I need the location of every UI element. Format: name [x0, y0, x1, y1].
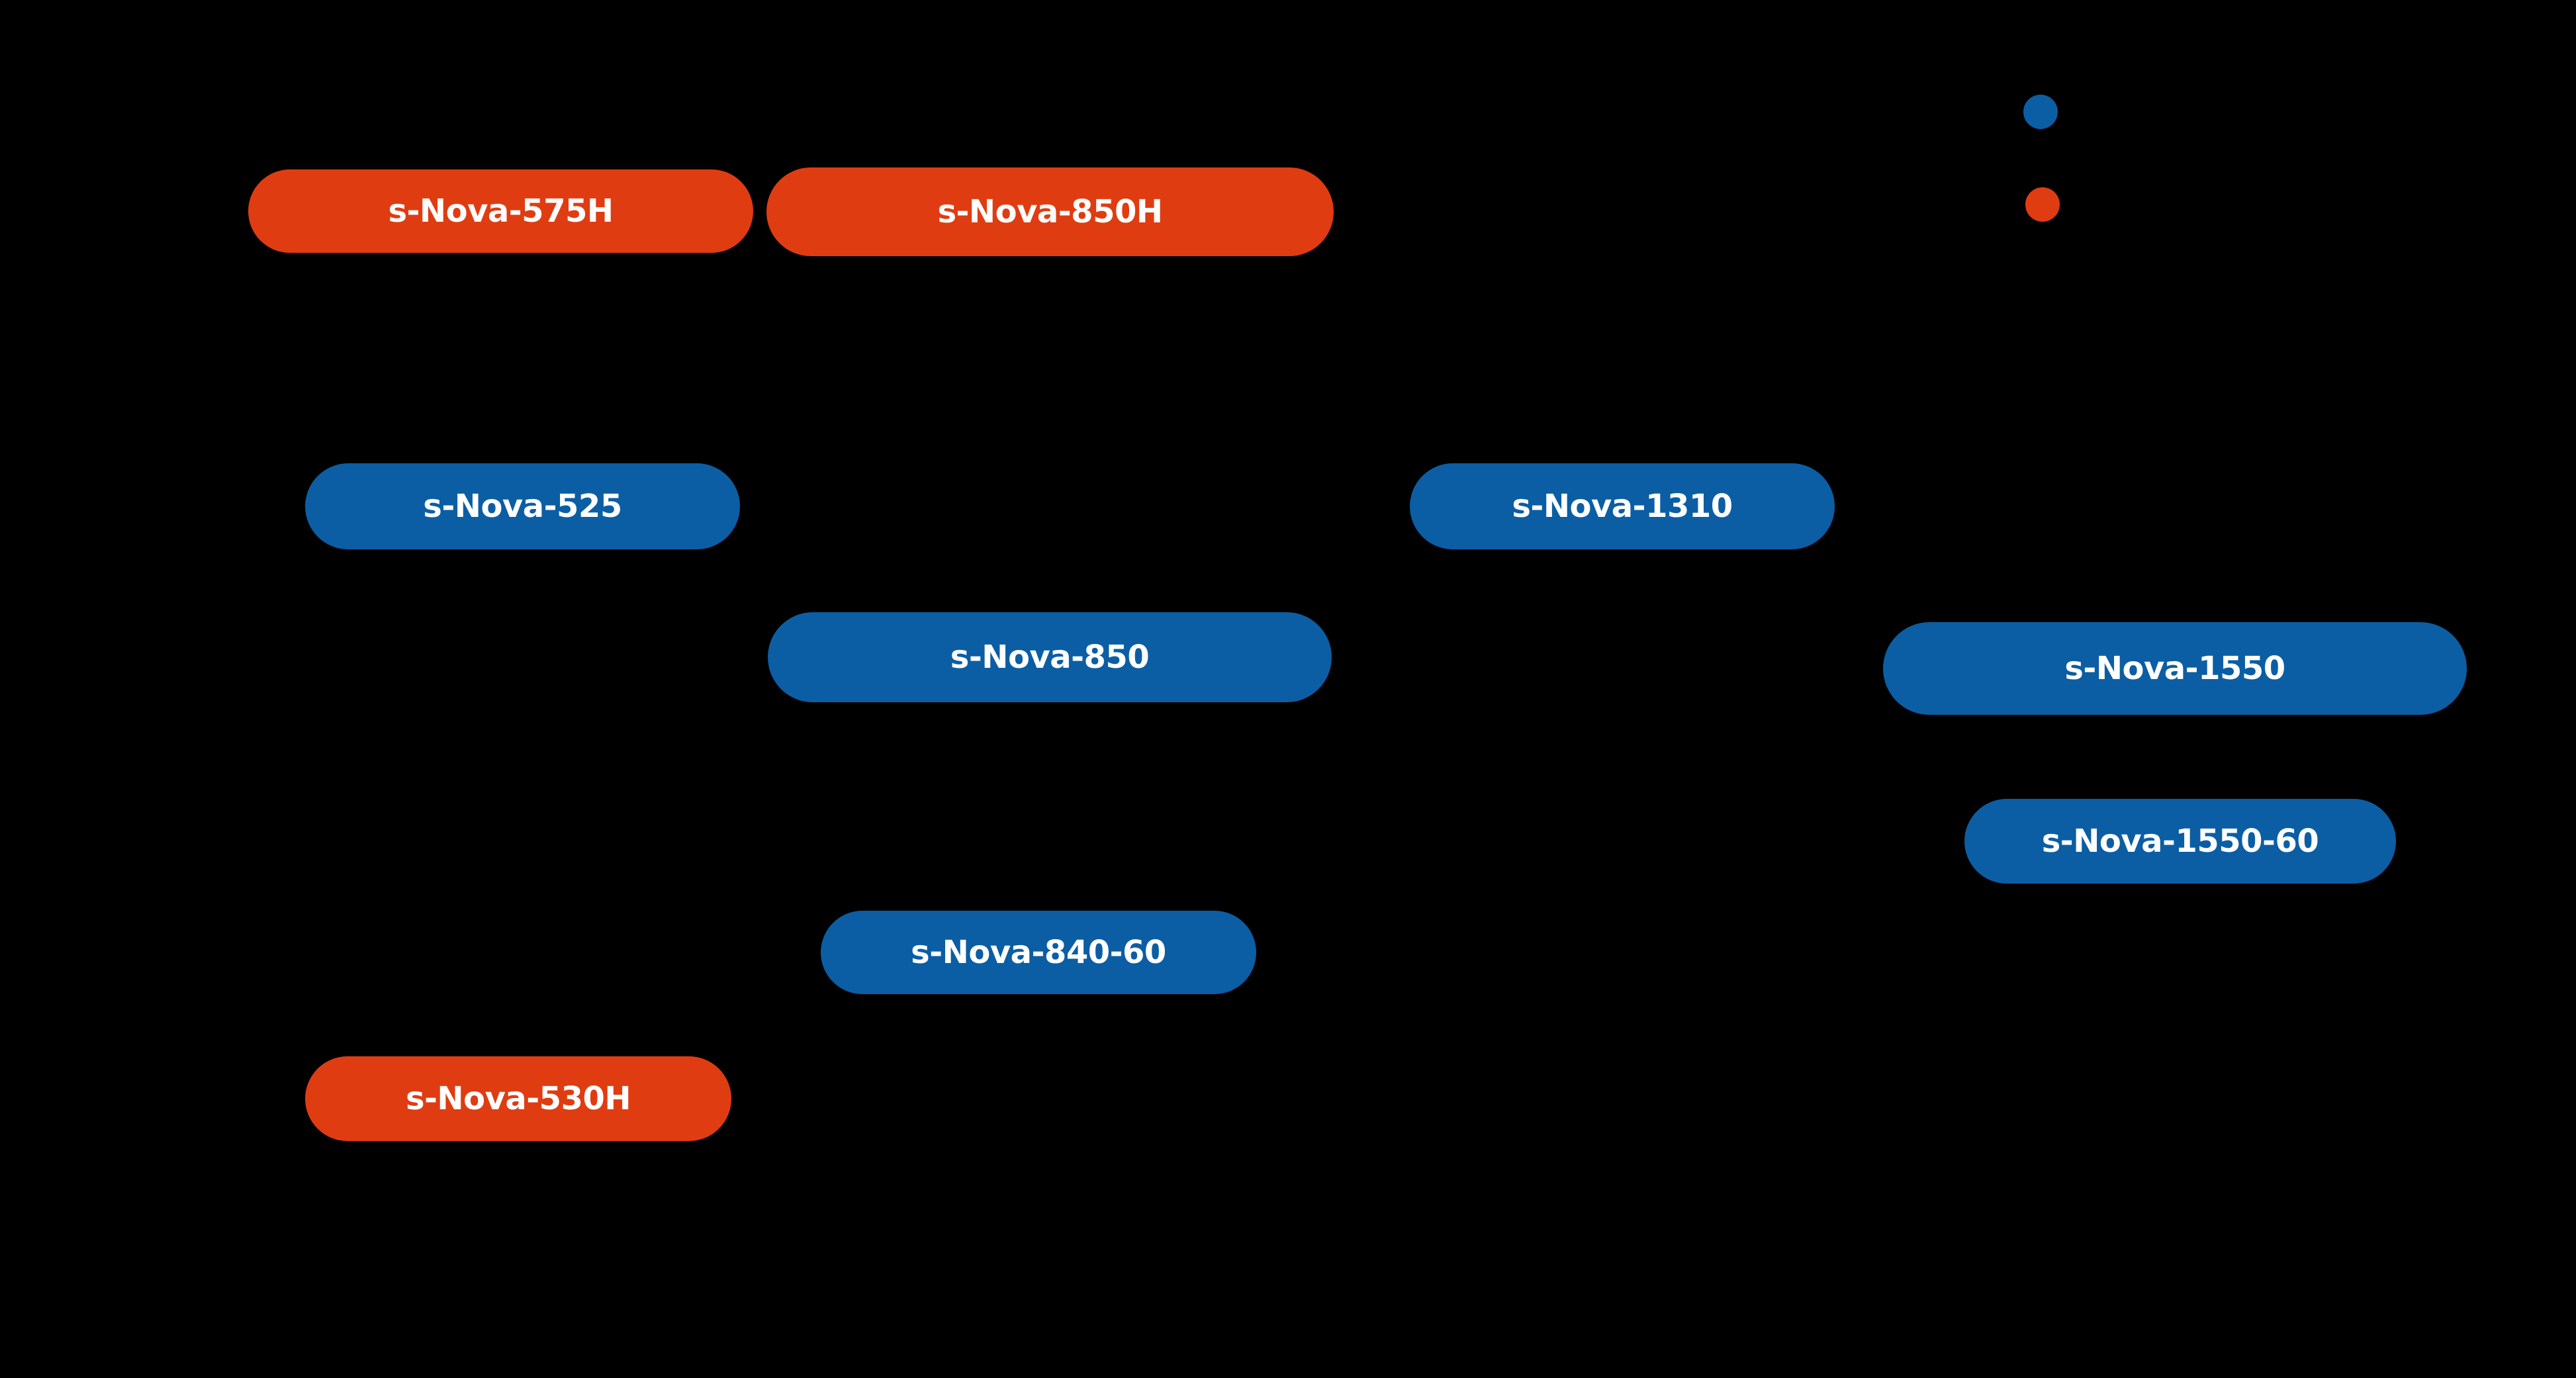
- legend-swatch-icon: [2025, 187, 2060, 222]
- bar-label: s-Nova-575H: [388, 193, 614, 230]
- bar-label: s-Nova-1550: [2064, 650, 2285, 687]
- bar-label: s-Nova-530H: [405, 1080, 631, 1117]
- bar-pill[interactable]: s-Nova-850H: [766, 167, 1334, 256]
- bar-label: s-Nova-525: [423, 488, 622, 525]
- legend-item[interactable]: [2023, 95, 2075, 129]
- bar-label: s-Nova-850H: [937, 193, 1163, 230]
- bar-pill[interactable]: s-Nova-575H: [248, 169, 753, 253]
- bar-pill[interactable]: s-Nova-530H: [305, 1056, 731, 1141]
- legend-item[interactable]: [2025, 187, 2077, 222]
- bar-label: s-Nova-850: [950, 639, 1150, 676]
- legend-swatch-icon: [2023, 95, 2058, 129]
- bar-label: s-Nova-1310: [1512, 488, 1733, 525]
- bar-pill[interactable]: s-Nova-525: [305, 463, 740, 549]
- bar-pill[interactable]: s-Nova-850: [768, 612, 1332, 702]
- bar-label: s-Nova-840-60: [911, 934, 1166, 971]
- bar-pill[interactable]: s-Nova-1310: [1410, 463, 1835, 549]
- bar-pill[interactable]: s-Nova-1550: [1883, 622, 2467, 715]
- bar-label: s-Nova-1550-60: [2041, 823, 2319, 860]
- bar-pill[interactable]: s-Nova-1550-60: [1964, 799, 2396, 884]
- bar-pill[interactable]: s-Nova-840-60: [821, 911, 1256, 994]
